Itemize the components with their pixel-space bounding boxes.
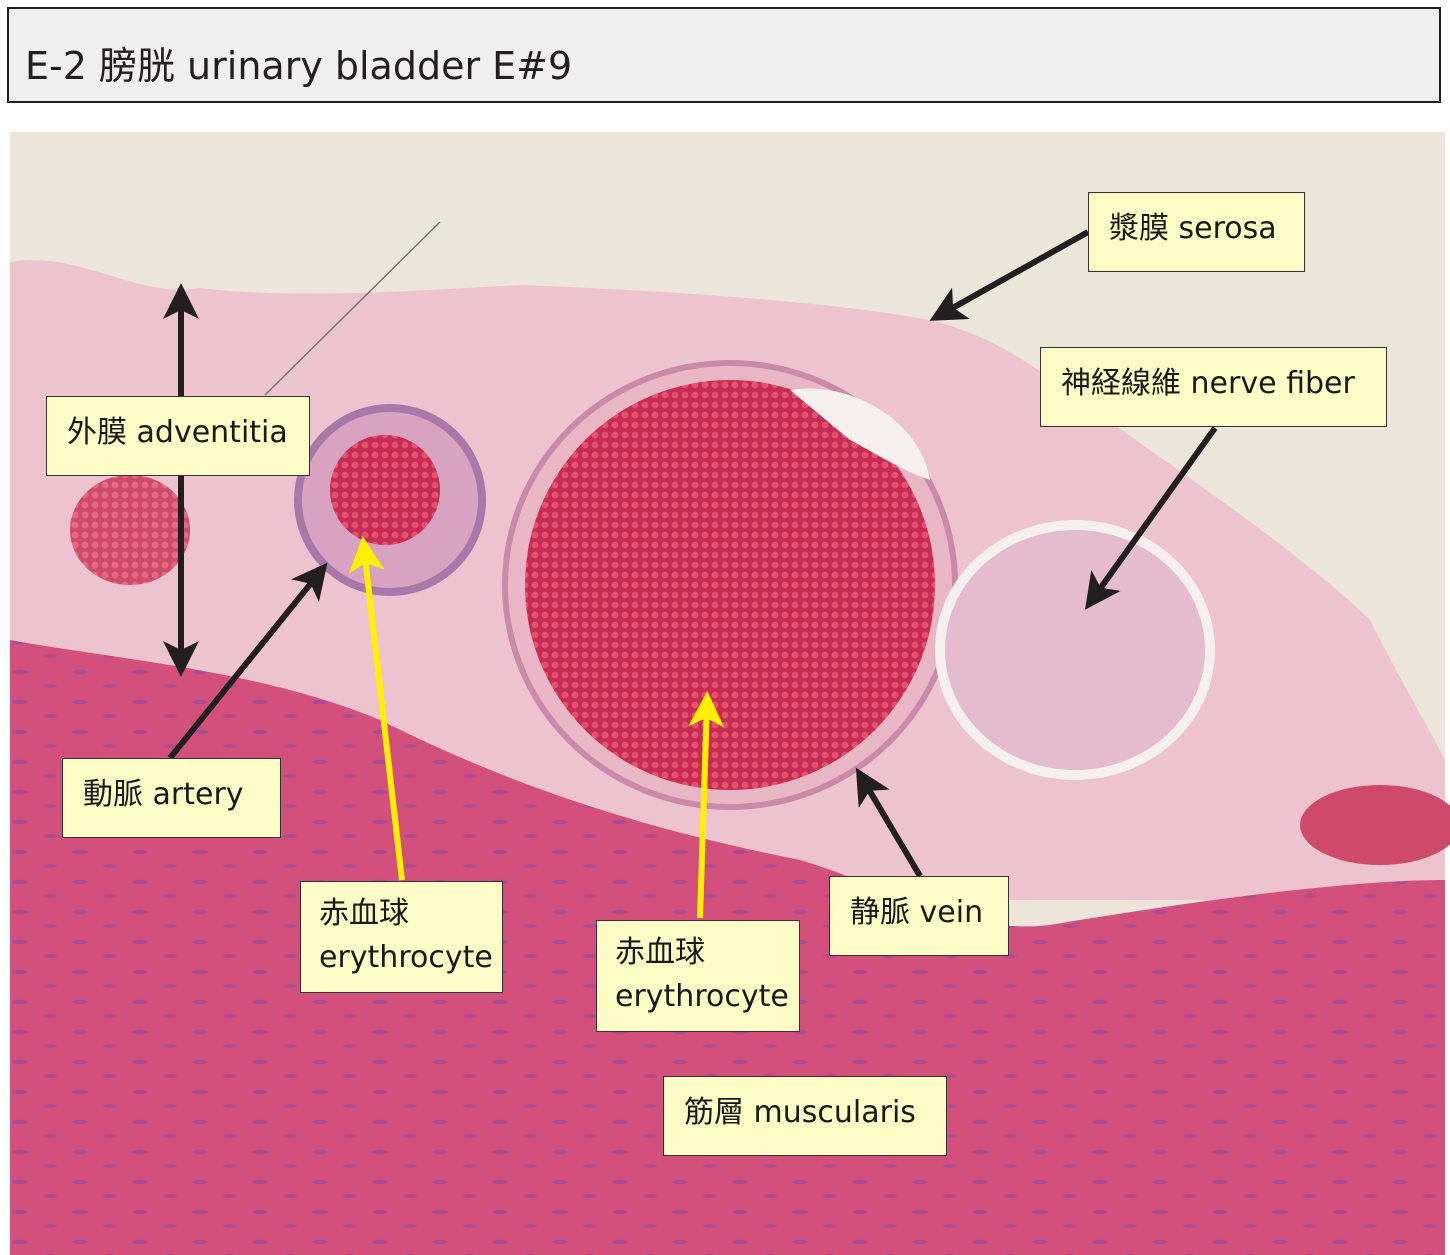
nerve-fiber-tissue <box>935 520 1215 780</box>
vein-lumen-erythrocytes <box>525 380 935 790</box>
label-muscularis: 筋層 muscularis <box>663 1076 947 1156</box>
small-vessel <box>70 475 190 585</box>
label-erythrocyte-1-en: erythrocyte <box>319 940 493 975</box>
label-erythrocyte-1-jp: 赤血球 <box>319 896 409 931</box>
figure-title-box: E-2 膀胱 urinary bladder E#9 <box>7 7 1441 103</box>
serosa-arrow <box>929 229 1090 321</box>
erythrocyte-arrow-2 <box>688 691 725 919</box>
artery-arrow <box>167 562 328 760</box>
artery-lumen <box>330 435 440 545</box>
nerve-fiber-arrow <box>1085 426 1218 610</box>
label-erythrocyte-2-en: erythrocyte <box>615 979 789 1014</box>
label-vein: 静脈 vein <box>829 876 1009 956</box>
label-erythrocyte-2-jp: 赤血球 <box>615 935 705 970</box>
muscle-bundle <box>1300 785 1450 865</box>
erythrocyte-arrow-1 <box>348 536 405 881</box>
label-nerve-fiber: 神経線維 nerve fiber <box>1040 347 1387 427</box>
label-adventitia: 外膜 adventitia <box>46 396 310 476</box>
label-erythrocyte-1: 赤血球 erythrocyte <box>300 881 503 993</box>
label-artery: 動脈 artery <box>62 758 281 838</box>
label-erythrocyte-2: 赤血球 erythrocyte <box>596 920 800 1032</box>
label-serosa: 漿膜 serosa <box>1088 192 1305 272</box>
vein-arrow <box>855 767 923 878</box>
vein-lumen-space <box>790 388 930 480</box>
figure-title: E-2 膀胱 urinary bladder E#9 <box>25 44 573 88</box>
stray-line <box>264 221 441 396</box>
